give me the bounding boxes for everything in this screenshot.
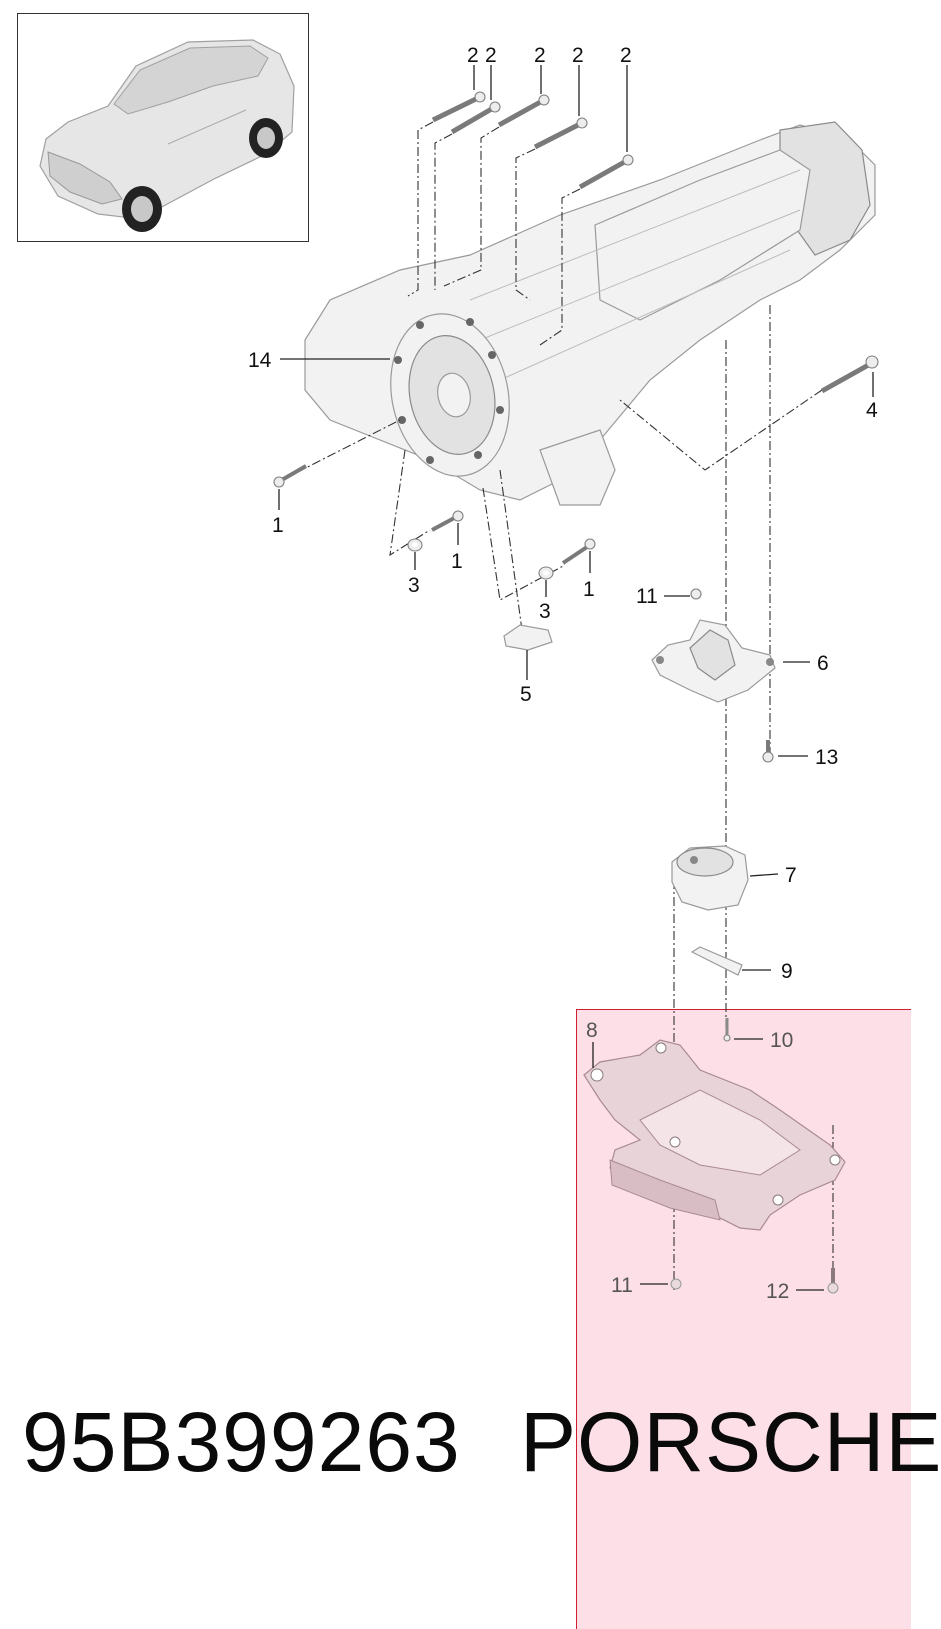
- callout-13: 13: [815, 746, 838, 769]
- nut-11-top: [690, 588, 702, 600]
- callout-5: 5: [520, 683, 532, 706]
- plate-9: [690, 946, 743, 976]
- bolt-13: [762, 740, 774, 763]
- callout-2: 2: [485, 44, 497, 67]
- suv-car-icon: [39, 39, 295, 232]
- callout-2: 2: [572, 44, 584, 67]
- bolt-10: [723, 1018, 731, 1042]
- leader-lines: [278, 65, 874, 1291]
- part-number: 95B399263: [22, 1395, 461, 1489]
- callout-1: 1: [583, 578, 595, 601]
- callout-4: 4: [866, 399, 878, 422]
- callout-1: 1: [451, 550, 463, 573]
- bracket-5: [503, 624, 553, 651]
- callout-8: 8: [586, 1019, 598, 1042]
- callout-10: 10: [770, 1029, 793, 1052]
- crossmember-8: [583, 1039, 846, 1231]
- bolt-4: [820, 355, 879, 394]
- callout-7: 7: [785, 864, 797, 887]
- callout-labels: 2 2 2 2 2 14 4 1 1 1 3 3 5 11 6 13 7 9 1…: [248, 44, 878, 1303]
- bolt-12: [827, 1268, 839, 1294]
- callout-1: 1: [272, 514, 284, 537]
- callout-6: 6: [817, 652, 829, 675]
- callout-2: 2: [467, 44, 479, 67]
- callout-3: 3: [408, 574, 420, 597]
- mount-6: [651, 619, 776, 703]
- vehicle-thumbnail: [17, 13, 309, 242]
- callout-12: 12: [766, 1280, 789, 1303]
- nut-11-bottom: [670, 1278, 682, 1290]
- callout-11: 11: [611, 1274, 633, 1297]
- callout-11: 11: [636, 585, 658, 608]
- bolts-2: [431, 91, 634, 190]
- callout-2: 2: [620, 44, 632, 67]
- brand-name: PORSCHE: [520, 1395, 941, 1489]
- bolts-1-washers-3: [273, 464, 596, 580]
- callout-3: 3: [539, 600, 551, 623]
- callout-9: 9: [781, 960, 793, 983]
- callout-14: 14: [248, 349, 272, 372]
- transmission-housing: [304, 121, 876, 506]
- callout-2: 2: [534, 44, 546, 67]
- mount-7: [671, 845, 749, 911]
